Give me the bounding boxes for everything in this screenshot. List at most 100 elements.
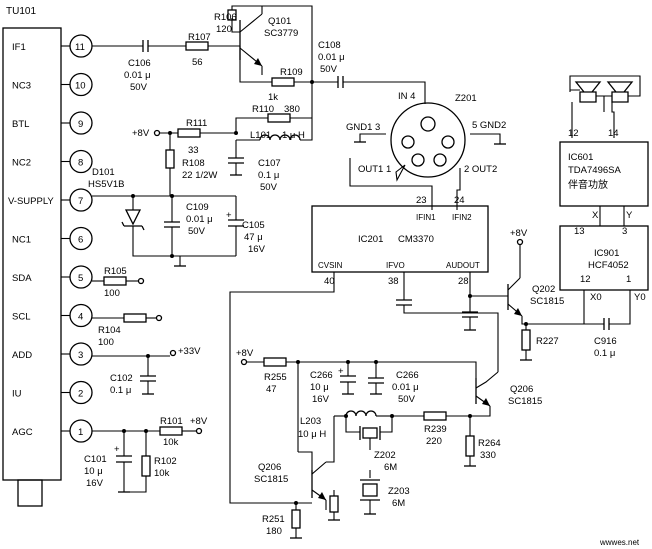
- ic201-ifin2: IFIN2: [452, 213, 472, 222]
- c266a-rating: 16V: [312, 394, 330, 405]
- c266b-ref: C266: [396, 370, 419, 381]
- r109-value: 1k: [268, 92, 278, 103]
- junction-dots: [122, 80, 528, 505]
- r106-value: 120: [216, 24, 232, 35]
- c107-rating: 50V: [260, 182, 278, 193]
- c107-value: 0.1 μ: [258, 170, 279, 181]
- resistor-r264: [465, 435, 475, 457]
- resistor-r255: [263, 357, 287, 367]
- ic601-part: TDA7496SA: [568, 165, 621, 176]
- ic901-pin-x0: X0: [590, 292, 602, 303]
- ic201-part: CM3370: [398, 234, 434, 245]
- r107-value: 56: [192, 57, 203, 68]
- ic201-pin40: 40: [324, 276, 335, 287]
- q101-ref: Q101: [268, 16, 291, 27]
- resistor-r227: [521, 329, 531, 351]
- resistor-r111: [177, 128, 201, 138]
- z202-value: 6M: [384, 462, 397, 473]
- ic201-pin23: 23: [416, 195, 427, 206]
- ic201-pin28: 28: [458, 276, 469, 287]
- c101-value: 10 μ: [84, 466, 103, 477]
- c106-value: 0.01 μ: [124, 70, 151, 81]
- tuner-ref: TU101: [6, 6, 36, 17]
- r105-ref: R105: [104, 266, 127, 277]
- resistor-r107: [185, 41, 209, 51]
- ic201-ifvo: IFVO: [386, 261, 405, 270]
- ic201-pin38: 38: [388, 276, 399, 287]
- ic901-pin13: 13: [574, 226, 585, 237]
- q202-part: SC1815: [530, 296, 564, 307]
- ic901-pin-y0: Y0: [634, 292, 646, 303]
- rail-plus8v-top: +8V: [132, 128, 150, 139]
- r110-value: 380: [284, 104, 300, 115]
- tuner-pin-label: NC1: [12, 235, 31, 246]
- resistor-r101: [159, 426, 183, 436]
- c106-rating: 50V: [130, 82, 148, 93]
- resistor-r239: [423, 411, 447, 421]
- ic201: 23 24 IFIN1 IFIN2 IC201 CM3370 CVSIN IFV…: [229, 195, 508, 504]
- r105-value: 100: [104, 288, 120, 299]
- r108-ref: R108: [182, 158, 205, 169]
- c109-rating: 50V: [188, 226, 206, 237]
- tuner-pin-label: NC3: [12, 81, 31, 92]
- c108-ref: C108: [318, 40, 341, 51]
- r111-ref: R111: [186, 118, 207, 129]
- r107-ref: R107: [188, 32, 211, 43]
- ic601-pin12: 12: [568, 128, 579, 139]
- c266b-rating: 50V: [398, 394, 416, 405]
- ic601-pin-x: X: [592, 210, 599, 221]
- sound-trap-section: +8V R255 47 + C266 10 μ 16V C266 0.01 μ …: [236, 348, 542, 539]
- r239-ref: R239: [424, 424, 447, 435]
- tuner-pin-6: NC1 6: [12, 226, 93, 251]
- z201-ref: Z201: [455, 93, 477, 104]
- crystal-z202: [362, 427, 378, 439]
- inductor-l101: [259, 134, 301, 141]
- ic201-pin24: 24: [454, 195, 465, 206]
- resistor-r105: [103, 276, 127, 286]
- tuner-pin-label: IF1: [12, 42, 26, 53]
- svg-text:+: +: [338, 366, 344, 377]
- svg-text:+: +: [226, 210, 232, 221]
- q202-ref: Q202: [532, 284, 555, 295]
- c916-value: 0.1 μ: [594, 348, 615, 359]
- ic901-part: HCF4052: [588, 260, 629, 271]
- tuner-pin-number: 6: [78, 235, 83, 246]
- ic601-ref: IC601: [568, 152, 593, 163]
- tuner-pin-label: V-SUPPLY: [8, 196, 54, 207]
- ic901-pin3: 3: [622, 226, 627, 237]
- c108-rating: 50V: [320, 64, 338, 75]
- control-lines: R105 100 R104 100 +33V C102 0.1 μ R101 1…: [84, 266, 208, 493]
- ic601-pin-y: Y: [626, 210, 633, 221]
- z201-pin-out1: OUT1 1: [358, 164, 391, 175]
- q206a-ref: Q206: [258, 462, 281, 473]
- audio-section: 12 14 IC601 TDA7496SA 伴音功放 X Y 13 3 IC90…: [559, 75, 649, 359]
- c105-ref: C105: [242, 220, 265, 231]
- resistor-z203-bias: [329, 495, 339, 513]
- r227-ref: R227: [536, 336, 559, 347]
- r106-ref: R106: [214, 12, 237, 23]
- rail-plus8v-agc: +8V: [190, 416, 208, 427]
- c266a-ref: C266: [310, 370, 333, 381]
- c109-value: 0.01 μ: [186, 214, 213, 225]
- r251-value: 180: [266, 526, 282, 537]
- c109-ref: C109: [186, 202, 209, 213]
- ic601-pin14: 14: [608, 128, 619, 139]
- ic201-audout: AUDOUT: [446, 261, 480, 270]
- resistor-r102: [141, 455, 151, 477]
- c105-value: 47 μ: [244, 232, 263, 243]
- r251-ref: R251: [262, 514, 285, 525]
- c108-value: 0.01 μ: [318, 52, 345, 63]
- z201-pin-gnd1: GND1 3: [346, 122, 380, 133]
- r108-value: 22 1/2W: [182, 170, 217, 181]
- tuner-pin-number: 1: [78, 427, 83, 438]
- rail-plus8v-bottom: +8V: [236, 348, 254, 359]
- r255-ref: R255: [264, 372, 287, 383]
- if-amplifier-q101: C106 0.01 μ 50V R107 56 Q101 SC3779 R106…: [92, 5, 426, 196]
- r111-value: 33: [188, 145, 199, 156]
